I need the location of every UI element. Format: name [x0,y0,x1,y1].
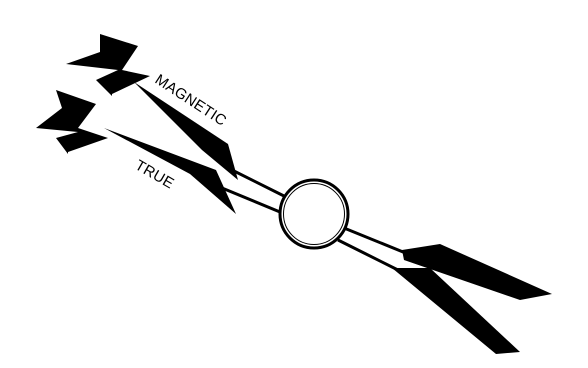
magnetic-zigzag-icon [66,34,150,96]
tail-shaft-upper [344,228,408,254]
true-zigzag-icon [36,90,108,154]
center-circle [280,180,348,248]
magnetic-arrow-shaft [228,168,284,196]
tail-shaft-lower [338,240,398,270]
